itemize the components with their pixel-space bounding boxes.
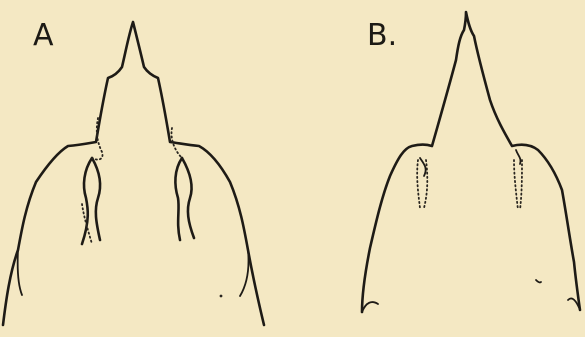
panel-a-outline: [3, 22, 264, 325]
panel-a-right-loop: [175, 158, 194, 240]
panel-a-left-stipple: [92, 118, 103, 160]
panel-a-label: A: [33, 21, 54, 51]
panel-b-left-fork: [362, 302, 378, 312]
panel-a-drawing: [3, 22, 264, 325]
panel-a-left-spur: [18, 250, 22, 295]
panel-b-right-stipple: [514, 160, 522, 210]
panel-a-left-loop: [82, 158, 100, 244]
panel-b-left-mark: [420, 158, 426, 176]
panel-a-speck: [220, 295, 223, 298]
panel-b-outline: [362, 12, 580, 312]
panel-b-label: B.: [367, 21, 397, 51]
panel-b-speck: [536, 280, 541, 282]
panel-a-right-spur: [240, 250, 249, 296]
panel-b-drawing: [362, 12, 580, 312]
panel-b-right-mark: [516, 150, 521, 164]
